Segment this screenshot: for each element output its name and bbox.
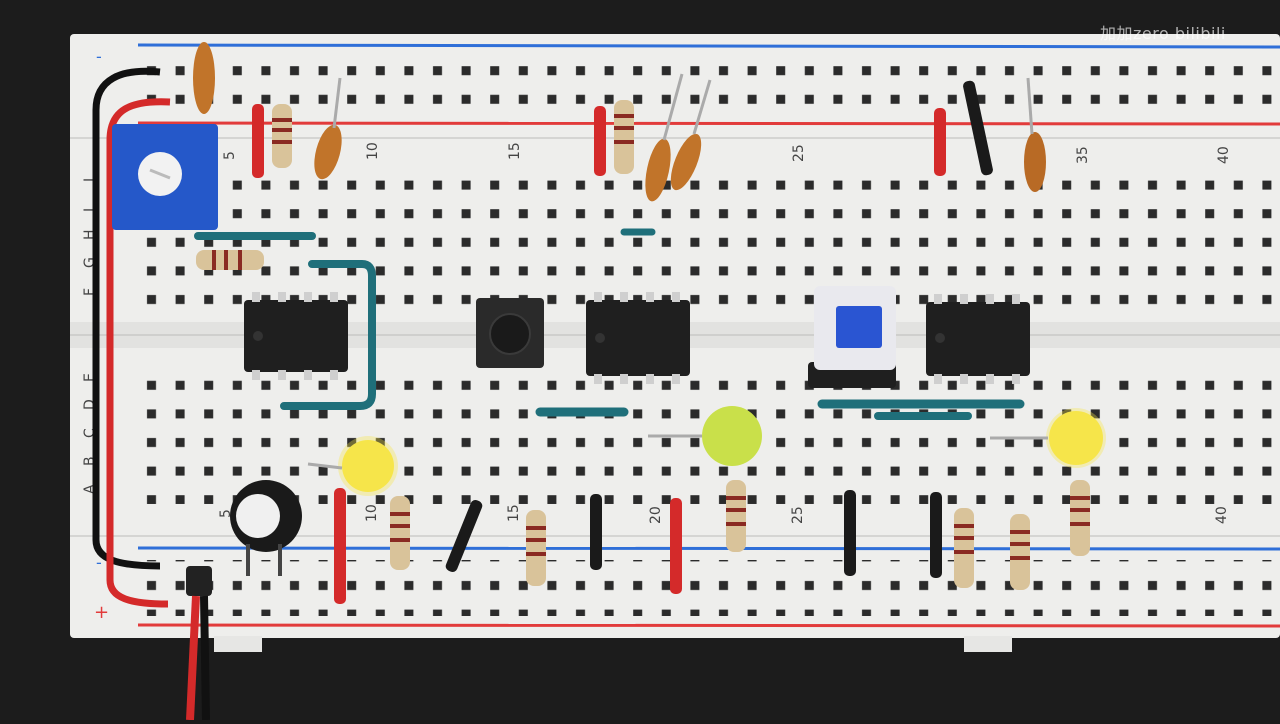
ceramic-capacitor-1 bbox=[193, 42, 215, 114]
ic-chip-1 bbox=[244, 300, 348, 372]
electrolytic-capacitor bbox=[230, 480, 302, 576]
col-label-bottom-10: 10 bbox=[364, 504, 380, 522]
led1-lead bbox=[307, 462, 343, 470]
row-label-h: H bbox=[82, 229, 98, 240]
teal-jumper-2 bbox=[280, 260, 376, 410]
col-label-bottom-20: 20 bbox=[648, 506, 664, 524]
red-jumper-bottom-1 bbox=[334, 488, 346, 604]
battery-lead-red bbox=[186, 595, 200, 721]
col-label-bottom-5: 5 bbox=[218, 509, 234, 518]
col-label-top-5: 5 bbox=[222, 151, 238, 160]
row-label-i: I bbox=[82, 208, 98, 212]
battery-connector bbox=[186, 566, 212, 596]
cap2-lead bbox=[332, 77, 342, 129]
led-green bbox=[702, 406, 762, 466]
resistor-7 bbox=[1010, 514, 1030, 590]
cap5-lead bbox=[1026, 77, 1034, 135]
led-yellow-2 bbox=[1049, 411, 1103, 465]
col-label-top-40: 40 bbox=[1216, 146, 1232, 164]
resistor-4 bbox=[526, 510, 546, 586]
col-label-bottom-25: 25 bbox=[790, 506, 806, 524]
battery-lead-black bbox=[200, 595, 210, 721]
col-label-top-35: 35 bbox=[1075, 146, 1091, 164]
black-jumper-bottom-2 bbox=[590, 494, 602, 570]
resistor-6 bbox=[954, 508, 974, 588]
trimmer-slot bbox=[149, 168, 171, 180]
resistor-horizontal bbox=[196, 250, 264, 270]
black-jumper-top bbox=[963, 80, 993, 176]
top-terminal-holes bbox=[140, 166, 1280, 306]
black-power-wire bbox=[92, 67, 161, 570]
row-label-d: D bbox=[82, 399, 98, 410]
red-jumper-top-2 bbox=[594, 106, 606, 176]
row-label-j: J bbox=[82, 178, 98, 183]
cap4-lead bbox=[692, 79, 712, 135]
col-label-top-10: 10 bbox=[365, 142, 381, 160]
black-jumper-bottom-1 bbox=[445, 500, 483, 572]
col-label-top-25: 25 bbox=[791, 144, 807, 162]
top-blue-rail-line bbox=[137, 43, 1280, 49]
rail-sign-plus-bottom: + bbox=[94, 602, 109, 623]
cap3-lead bbox=[662, 73, 684, 141]
rail-sign-minus-top: - bbox=[96, 47, 102, 66]
red-jumper-bottom-2 bbox=[670, 498, 682, 594]
ic-chip-2 bbox=[586, 300, 690, 376]
resistor-5 bbox=[726, 480, 746, 552]
row-label-f: F bbox=[82, 288, 98, 296]
rail-sign-minus-bottom: - bbox=[96, 553, 102, 572]
col-label-bottom-40: 40 bbox=[1214, 506, 1230, 524]
bottom-rail-holes bbox=[140, 560, 1280, 616]
resistor-2 bbox=[614, 100, 634, 174]
bottom-blue-rail-line bbox=[137, 546, 1280, 551]
resistor-8 bbox=[1070, 480, 1090, 556]
black-jumper-bottom-3 bbox=[844, 490, 856, 576]
ceramic-capacitor-2 bbox=[314, 124, 342, 180]
board-foot-left bbox=[214, 636, 262, 652]
resistor-3 bbox=[390, 496, 410, 570]
tactile-button-black bbox=[476, 298, 544, 368]
red-jumper-top-1 bbox=[252, 104, 264, 178]
row-label-b: B bbox=[82, 456, 98, 466]
row-label-a: A bbox=[82, 484, 98, 494]
ceramic-capacitor-5 bbox=[1024, 132, 1046, 192]
top-red-rail-line bbox=[137, 121, 1280, 126]
red-power-wire bbox=[106, 98, 171, 608]
bilibili-watermark: 加加zero bilibili bbox=[1100, 24, 1226, 43]
board-foot-right bbox=[964, 636, 1012, 652]
ceramic-capacitor-3 bbox=[645, 138, 671, 202]
col-label-bottom-15: 15 bbox=[506, 504, 522, 522]
ic-chip-3 bbox=[926, 302, 1030, 376]
tactile-button-blue bbox=[808, 286, 896, 388]
red-jumper-top-3 bbox=[934, 108, 946, 176]
row-label-g: G bbox=[82, 257, 98, 268]
row-label-e: E bbox=[82, 373, 98, 382]
black-jumper-bottom-4 bbox=[930, 492, 942, 578]
row-label-c: C bbox=[82, 428, 98, 438]
ceramic-capacitor-4 bbox=[670, 133, 702, 191]
bottom-red-rail-line bbox=[137, 623, 1280, 628]
col-label-top-15: 15 bbox=[507, 142, 523, 160]
led-yellow-1 bbox=[342, 440, 394, 492]
resistor-1 bbox=[272, 104, 292, 168]
